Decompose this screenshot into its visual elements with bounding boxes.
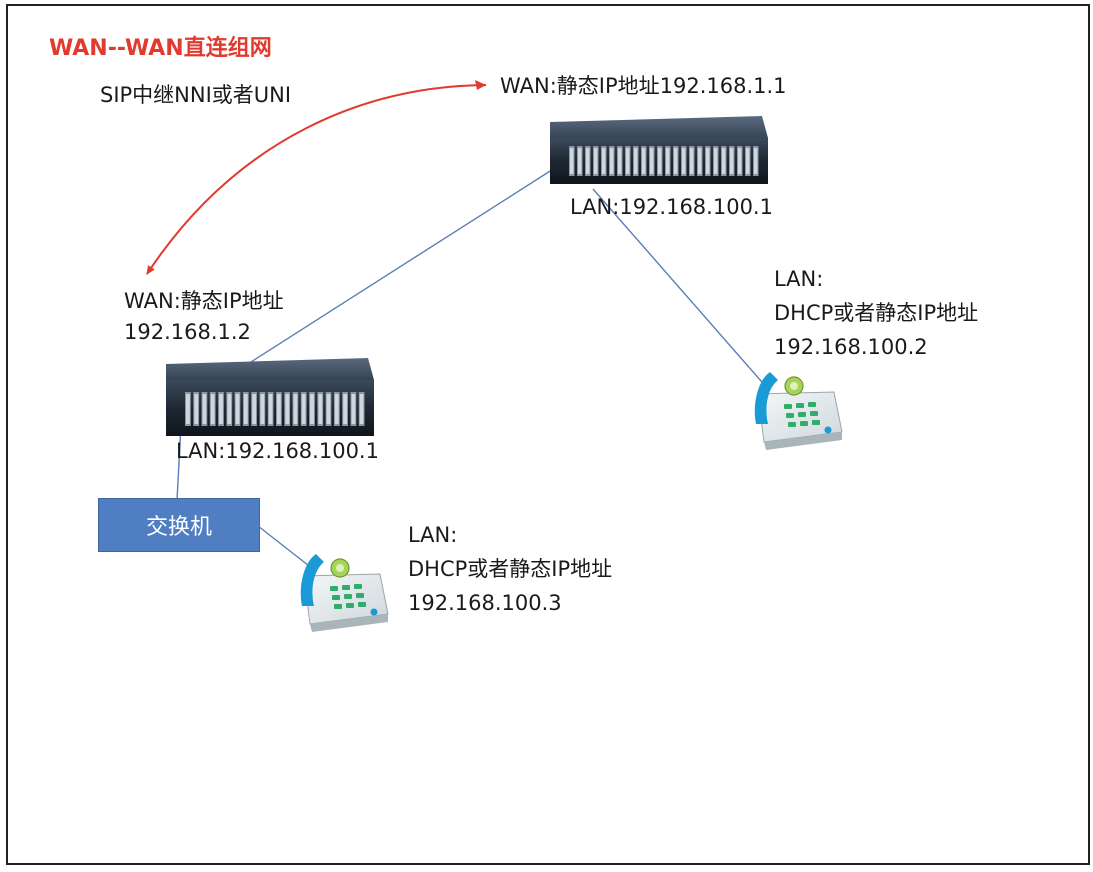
diagram-canvas bbox=[146, 80, 843, 632]
bottom-phone-label-line1: LAN: bbox=[408, 523, 458, 547]
gateway-port-slot-face bbox=[642, 148, 646, 174]
left-gateway-wan-label-line1: WAN:静态IP地址 bbox=[124, 289, 284, 313]
gateway-port-slot-face bbox=[658, 148, 662, 174]
gateway-port-slot-face bbox=[301, 394, 306, 424]
bottom-phone-label-line2: DHCP或者静态IP地址 bbox=[408, 557, 613, 581]
cable-top-gateway-to-right-phone bbox=[592, 188, 769, 390]
gateway-port-slot-face bbox=[285, 394, 290, 424]
gateway-port-slot-face bbox=[318, 394, 323, 424]
gateway-port-slot-face bbox=[293, 394, 298, 424]
gateway-port-slot-face bbox=[310, 394, 314, 424]
left-gateway-device bbox=[166, 358, 374, 436]
right-phone-icon bbox=[754, 372, 843, 450]
gateway-port-slot-face bbox=[674, 148, 678, 174]
gateway-port-slot-face bbox=[277, 394, 281, 424]
gateway-port-slot-face bbox=[210, 394, 215, 424]
gateway-port-slot-face bbox=[202, 394, 207, 424]
left-gateway-ports bbox=[185, 392, 365, 426]
gateway-port-slot-face bbox=[698, 148, 702, 174]
gateway-port-slot-face bbox=[186, 394, 190, 424]
gateway-port-slot-face bbox=[610, 148, 614, 174]
gateway-port-slot-face bbox=[682, 148, 686, 174]
sip-link-label: SIP中继NNI或者UNI bbox=[100, 83, 292, 107]
gateway-port-slot-face bbox=[666, 148, 670, 174]
gateway-port-slot-face bbox=[219, 394, 223, 424]
right-phone-label-line3: 192.168.100.2 bbox=[774, 335, 928, 359]
gateway-port-slot-face bbox=[594, 148, 598, 174]
gateway-port-slot-face bbox=[730, 148, 734, 174]
gateway-port-slot-face bbox=[268, 394, 273, 424]
gateway-port-slot-face bbox=[634, 148, 638, 174]
gateway-port-slot-face bbox=[260, 394, 265, 424]
gateway-port-slot-face bbox=[754, 148, 758, 174]
top-gateway-device bbox=[550, 116, 768, 184]
right-phone-label-line1: LAN: bbox=[774, 267, 824, 291]
sip-link-arrowhead-top bbox=[475, 80, 486, 90]
gateway-port-slot-face bbox=[722, 148, 726, 174]
bottom-phone-label-line3: 192.168.100.3 bbox=[408, 591, 562, 615]
gateway-port-slot-face bbox=[343, 394, 347, 424]
gateway-port-slot-face bbox=[714, 148, 718, 174]
diagram-frame: WAN--WAN直连组网 SIP中继NNI或者UNI WAN:静态IP地址192… bbox=[6, 4, 1090, 865]
gateway-port-slot-face bbox=[618, 148, 622, 174]
right-phone-label-line2: DHCP或者静态IP地址 bbox=[774, 301, 979, 325]
gateway-port-slot-face bbox=[738, 148, 742, 174]
switch-box: 交换机 bbox=[98, 498, 260, 552]
top-gateway-wan-label: WAN:静态IP地址192.168.1.1 bbox=[500, 74, 787, 98]
sip-trunk-link bbox=[146, 84, 487, 275]
gateway-port-slot-face bbox=[690, 148, 694, 174]
bottom-phone-icon bbox=[300, 554, 389, 632]
gateway-port-slot-face bbox=[602, 148, 606, 174]
gateway-port-slot-face bbox=[252, 394, 256, 424]
gateway-port-slot-face bbox=[626, 148, 630, 174]
gateway-port-slot-face bbox=[334, 394, 339, 424]
switch-label: 交换机 bbox=[145, 515, 212, 540]
top-gateway-ports bbox=[569, 146, 759, 176]
left-gateway-wan-label-line2: 192.168.1.2 bbox=[124, 320, 251, 344]
gateway-port-slot-face bbox=[351, 394, 356, 424]
gateway-port-slot-face bbox=[235, 394, 240, 424]
diagram-title: WAN--WAN直连组网 bbox=[49, 36, 272, 61]
left-gateway-lan-label: LAN:192.168.100.1 bbox=[176, 439, 379, 463]
gateway-port-slot-face bbox=[194, 394, 199, 424]
gateway-port-slot-face bbox=[243, 394, 248, 424]
gateway-port-slot-face bbox=[746, 148, 750, 174]
gateway-port-slot-face bbox=[326, 394, 331, 424]
gateway-port-slot-face bbox=[359, 394, 364, 424]
gateway-port-slot-face bbox=[586, 148, 590, 174]
gateway-port-slot-face bbox=[706, 148, 710, 174]
gateway-port-slot-face bbox=[650, 148, 654, 174]
cable-switch-to-bottom-phone bbox=[257, 525, 314, 570]
gateway-port-slot-face bbox=[578, 148, 582, 174]
gateway-port-slot-face bbox=[570, 148, 574, 174]
gateway-port-slot-face bbox=[227, 394, 232, 424]
top-gateway-lan-label: LAN:192.168.100.1 bbox=[570, 195, 773, 219]
